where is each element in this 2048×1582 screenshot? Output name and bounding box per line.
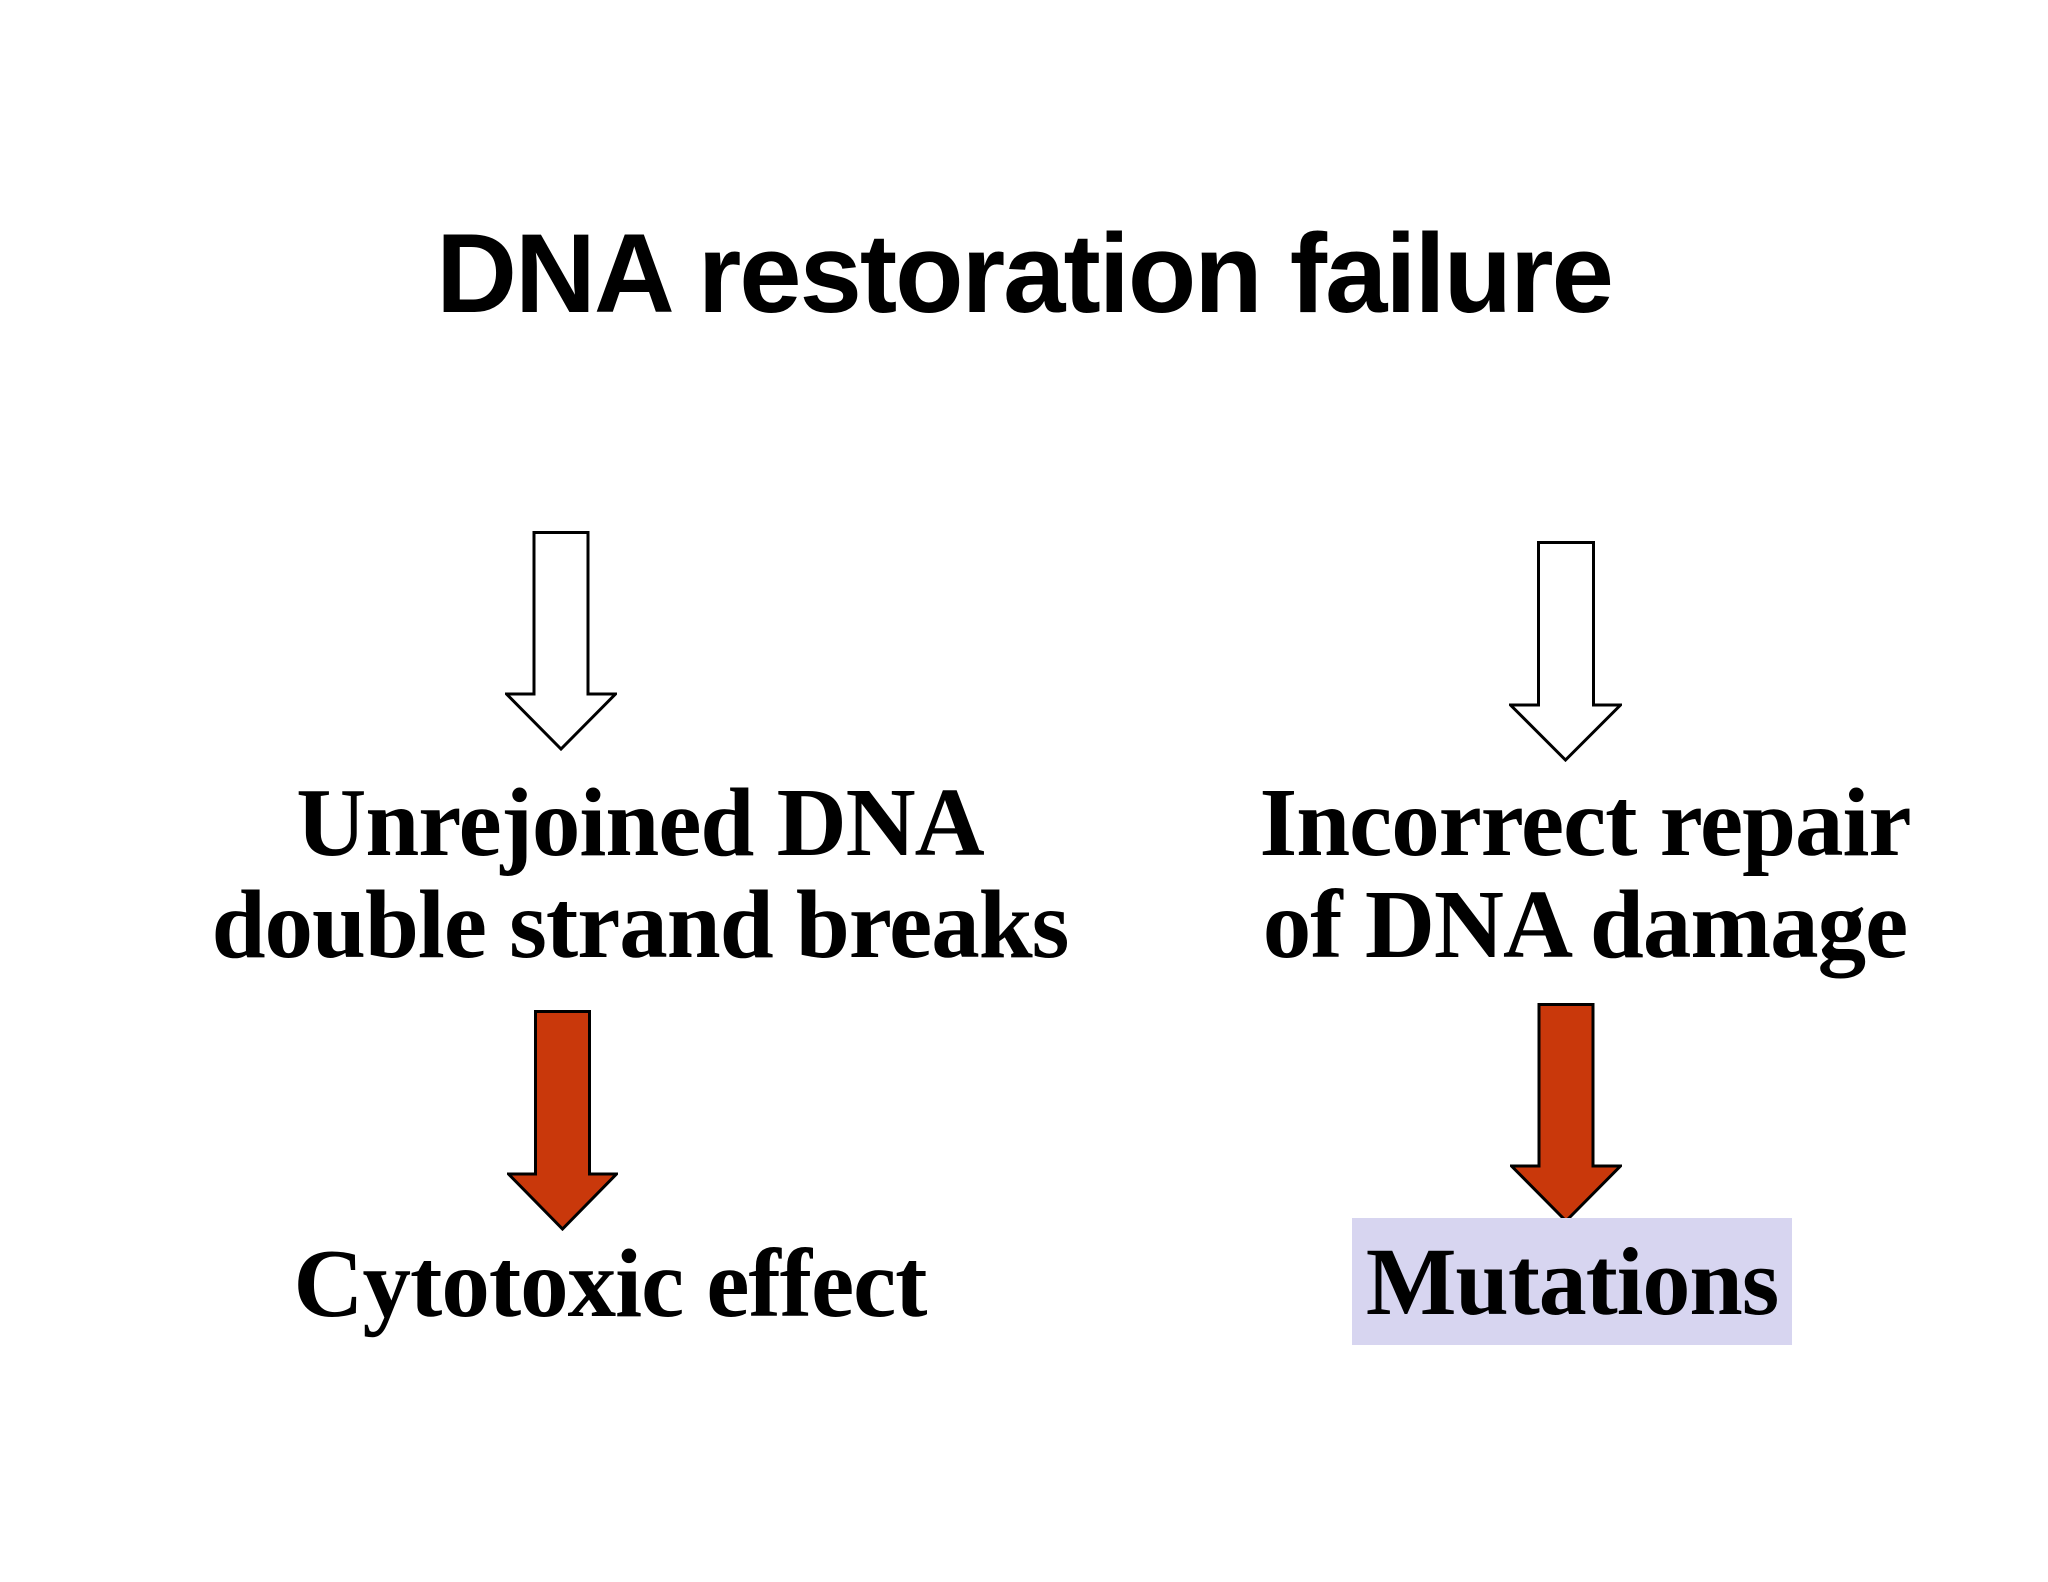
- page-title: DNA restoration failure: [436, 211, 1614, 336]
- right-cause-line2: of DNA damage: [1262, 871, 1908, 978]
- down-arrow-red-icon: [1510, 1003, 1622, 1223]
- mutations-highlight-box: Mutations: [1352, 1218, 1792, 1345]
- left-cause-line2: double strand breaks: [211, 871, 1070, 978]
- down-arrow-outline-icon: [1509, 541, 1622, 762]
- left-cause-text: Unrejoined DNA double strand breaks: [140, 772, 1140, 976]
- down-arrow-outline-shape: [505, 531, 617, 751]
- right-effect-label: Mutations: [1365, 1227, 1779, 1335]
- down-arrow-red-icon: [507, 1010, 618, 1231]
- down-arrow-red-shape: [507, 1010, 618, 1231]
- right-cause-text: Incorrect repair of DNA damage: [1085, 772, 2048, 976]
- down-arrow-outline-icon: [505, 531, 617, 751]
- left-cause-line1: Unrejoined DNA: [296, 769, 984, 876]
- down-arrow-outline-shape: [1509, 541, 1622, 762]
- right-cause-line1: Incorrect repair: [1259, 769, 1911, 876]
- left-effect-text: Cytotoxic effect: [110, 1233, 1110, 1335]
- down-arrow-red-shape: [1510, 1003, 1622, 1223]
- left-effect-label: Cytotoxic effect: [293, 1230, 928, 1337]
